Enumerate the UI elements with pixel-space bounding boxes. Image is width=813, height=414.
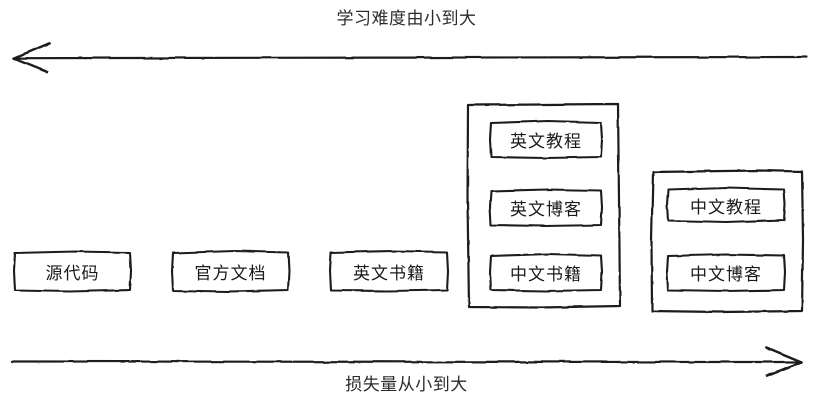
node-label: 英文教程 — [510, 131, 582, 152]
node-outline-english-books — [328, 249, 450, 293]
node-source-code[interactable]: 源代码 — [14, 251, 131, 291]
group-outline-english-group — [466, 102, 622, 309]
loss-axis-arrow — [10, 345, 803, 378]
group-outline-chinese-group — [650, 169, 805, 314]
node-chinese-books[interactable]: 中文书籍 — [490, 254, 602, 290]
node-outline-chinese-tutorial — [665, 186, 787, 224]
node-official-docs[interactable]: 官方文档 — [172, 251, 289, 291]
node-chinese-tutorial[interactable]: 中文教程 — [667, 188, 785, 222]
node-label: 中文博客 — [690, 264, 762, 285]
node-english-blog[interactable]: 英文博客 — [490, 189, 602, 225]
node-label: 英文书籍 — [353, 263, 425, 284]
node-english-books[interactable]: 英文书籍 — [330, 251, 448, 291]
difficulty-axis-label: 学习难度由小到大 — [336, 9, 477, 29]
node-label: 中文书籍 — [510, 264, 582, 285]
node-outline-english-tutorial — [488, 119, 604, 160]
node-label: 源代码 — [45, 263, 100, 284]
node-outline-chinese-blog — [665, 253, 787, 293]
loss-axis-label: 损失量从小到大 — [345, 375, 468, 395]
node-english-tutorial[interactable]: 英文教程 — [490, 121, 602, 157]
node-label: 官方文档 — [194, 263, 267, 284]
node-label: 英文博客 — [510, 199, 582, 220]
node-outline-official-docs — [170, 249, 291, 293]
node-outlines — [12, 119, 787, 293]
node-chinese-blog[interactable]: 中文博客 — [667, 254, 785, 290]
node-outline-chinese-books — [488, 252, 604, 293]
node-outline-source-code — [12, 250, 133, 293]
difficulty-axis-arrow — [12, 41, 808, 74]
node-outline-english-blog — [488, 188, 604, 228]
node-label: 中文教程 — [690, 197, 762, 218]
